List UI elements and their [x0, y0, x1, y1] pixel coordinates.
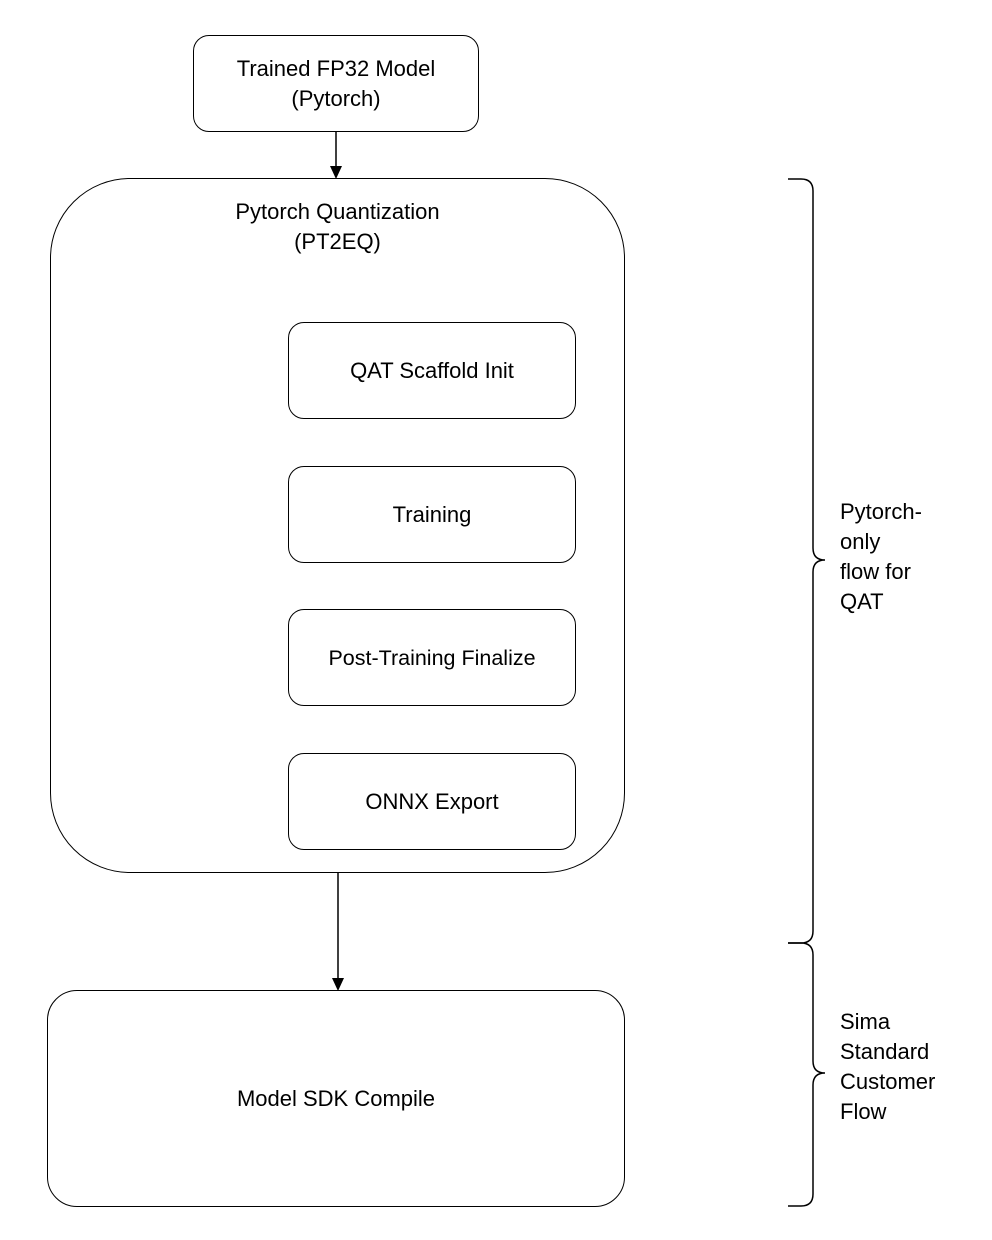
brace-label-line: Sima	[840, 1009, 891, 1034]
node-trained-fp32-model: Trained FP32 Model (Pytorch)	[193, 35, 479, 132]
node-model-sdk-compile: Model SDK Compile	[47, 990, 625, 1207]
node-label: Post-Training Finalize	[328, 645, 536, 670]
node-label: Model SDK Compile	[236, 1085, 436, 1111]
brace-label-line: QAT	[840, 589, 884, 614]
brace-label-sima-standard-flow: Sima Standard Customer Flow	[840, 1007, 935, 1127]
group-title: Pytorch Quantization (PT2EQ)	[51, 197, 624, 257]
node-label: Training	[392, 501, 472, 527]
brace-label-line: only	[840, 529, 881, 554]
node-label: Trained FP32 Model	[236, 55, 436, 81]
brace-label-line: Flow	[840, 1099, 887, 1124]
node-training: Training	[288, 466, 576, 563]
group-sublabel: (PT2EQ)	[294, 229, 381, 254]
curly-brace-qat-icon	[788, 178, 826, 944]
group-label: Pytorch Quantization	[235, 199, 440, 224]
node-post-training-finalize: Post-Training Finalize	[288, 609, 576, 706]
curly-brace-sima-icon	[788, 942, 826, 1207]
brace-label-line: Standard	[840, 1039, 930, 1064]
node-label: QAT Scaffold Init	[350, 357, 514, 383]
brace-label-line: Customer	[840, 1069, 936, 1094]
node-onnx-export: ONNX Export	[288, 753, 576, 850]
node-qat-scaffold-init: QAT Scaffold Init	[288, 322, 576, 419]
brace-label-pytorch-only-qat: Pytorch- only flow for QAT	[840, 497, 922, 617]
brace-label-line: Pytorch-	[840, 499, 922, 524]
node-sublabel: (Pytorch)	[291, 85, 381, 111]
node-label: ONNX Export	[365, 788, 499, 814]
brace-label-line: flow for	[840, 559, 911, 584]
